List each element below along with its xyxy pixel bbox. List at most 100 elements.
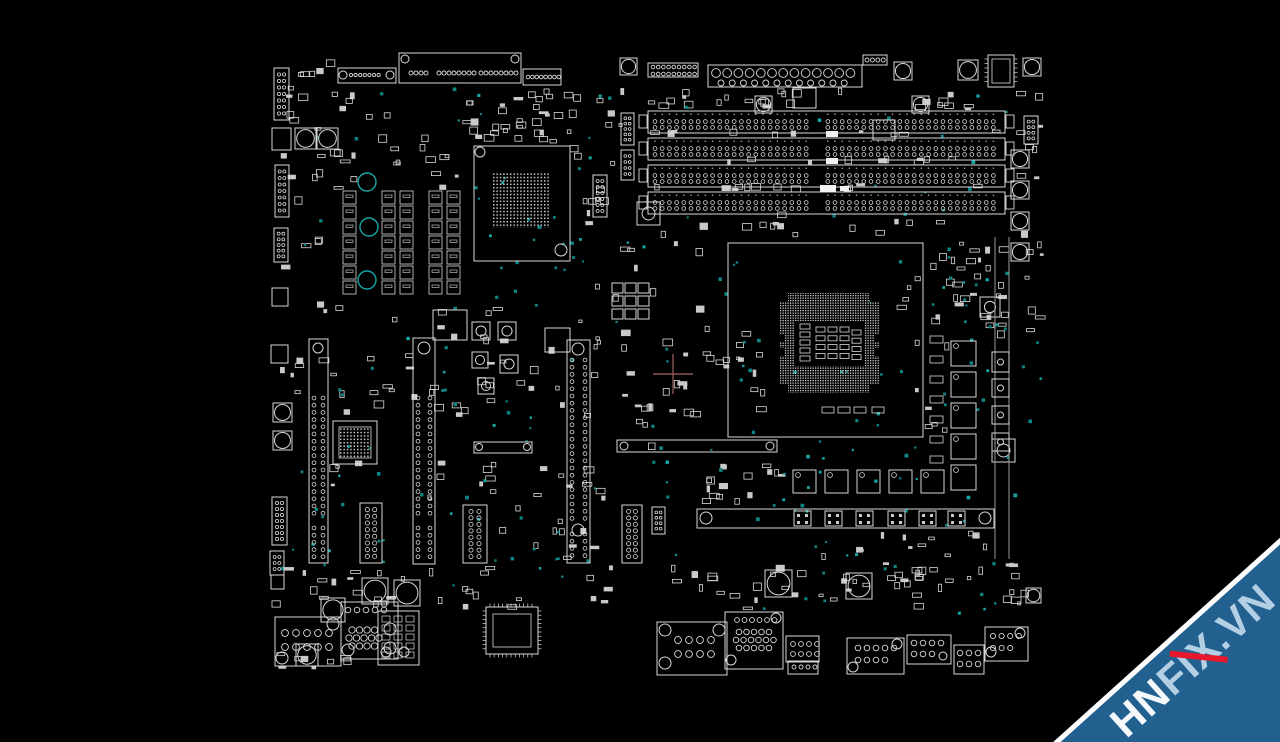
- bga-chip-north: [473, 145, 571, 262]
- component: [270, 344, 289, 364]
- connector-bar: [696, 508, 995, 529]
- choke: [950, 371, 977, 398]
- choke: [950, 340, 977, 367]
- edge-connector: [340, 601, 399, 660]
- choke: [856, 469, 881, 494]
- pin-header: [359, 502, 383, 564]
- capacitor: [893, 61, 913, 81]
- edge-connector: [656, 621, 728, 676]
- capacitor: [845, 572, 873, 600]
- edge-connector: [846, 637, 905, 675]
- soic-chip: [984, 54, 1018, 88]
- component: [611, 295, 624, 307]
- component: [611, 282, 624, 294]
- choke: [950, 433, 977, 460]
- edge-connector: [906, 634, 952, 665]
- qfp-chip: [482, 603, 542, 658]
- capacitor: [911, 95, 930, 114]
- capacitor: [1010, 242, 1030, 262]
- component: [271, 287, 289, 307]
- capacitor: [1025, 587, 1042, 604]
- component: [637, 295, 650, 307]
- teal-choke-outlines: [357, 172, 379, 290]
- dimm-slot-3: [638, 164, 1015, 188]
- choke: [888, 469, 913, 494]
- pin-header: [651, 506, 666, 535]
- vrm-right-rail: [929, 237, 1010, 559]
- component: [271, 127, 292, 151]
- capacitor: [272, 430, 293, 451]
- dimm-slot-1: [638, 110, 1015, 134]
- capacitor: [393, 579, 421, 607]
- cpu-socket: [727, 242, 924, 438]
- component: [637, 282, 650, 294]
- edge-connector: [522, 68, 562, 86]
- component: [872, 119, 896, 141]
- component: [624, 282, 637, 294]
- capacitor: [316, 127, 339, 150]
- capacitor: [1010, 180, 1030, 200]
- component: [792, 87, 817, 109]
- pin-header: [273, 227, 289, 263]
- capacitor: [619, 57, 638, 76]
- choke: [792, 469, 817, 494]
- component: [611, 308, 624, 320]
- capacitor: [1022, 57, 1042, 77]
- edge-connector: [984, 626, 1029, 662]
- connector-bar: [616, 439, 778, 453]
- component: [432, 309, 468, 341]
- pin-header: [621, 504, 643, 564]
- edge-connector: [953, 644, 985, 675]
- capacitor: [764, 569, 793, 598]
- pin-header: [269, 550, 285, 576]
- edge-connector: [337, 67, 397, 84]
- pin-header: [620, 112, 635, 146]
- pin-header: [462, 504, 488, 564]
- mosfet: [477, 377, 495, 395]
- capacitor: [1010, 211, 1030, 231]
- mosfet: [636, 201, 661, 226]
- edge-connector: [862, 54, 888, 66]
- pin-header: [620, 149, 635, 181]
- choke: [920, 469, 945, 494]
- pcie-slot-2: [412, 337, 436, 565]
- dimm-slot-2: [638, 137, 1015, 161]
- cursor-crosshair: [653, 354, 693, 394]
- component: [624, 295, 637, 307]
- capacitor: [957, 59, 979, 81]
- edge-connector: [724, 611, 784, 670]
- component: [637, 308, 650, 320]
- pin-header: [273, 67, 290, 121]
- capacitor: [361, 577, 389, 605]
- capacitor: [1010, 149, 1030, 169]
- component: [624, 308, 637, 320]
- choke: [950, 464, 977, 491]
- pin-header: [271, 496, 288, 546]
- edge-connector: [274, 616, 342, 667]
- edge-connector: [785, 635, 820, 663]
- vrm-mosfet-array: [342, 190, 461, 295]
- mosfet: [499, 354, 519, 374]
- choke: [950, 402, 977, 429]
- mosfet: [497, 321, 517, 341]
- test-points: [280, 87, 1042, 615]
- bga-chip-mid: [332, 420, 378, 465]
- bright-parts: [820, 131, 849, 192]
- edge-connector: [398, 52, 522, 84]
- edge-connector: [647, 62, 699, 78]
- mosfet: [471, 321, 491, 341]
- capacitor: [294, 127, 317, 150]
- pcie-slot-3: [566, 339, 591, 564]
- connector-bar: [473, 441, 533, 454]
- mosfet: [979, 296, 1001, 318]
- capacitor: [754, 95, 773, 114]
- pcie-slot-1: [308, 338, 329, 564]
- choke: [824, 469, 849, 494]
- component: [544, 327, 571, 353]
- component: [270, 574, 285, 590]
- pin-header: [1023, 115, 1039, 145]
- mosfet: [471, 351, 489, 369]
- edge-connector: [787, 660, 819, 675]
